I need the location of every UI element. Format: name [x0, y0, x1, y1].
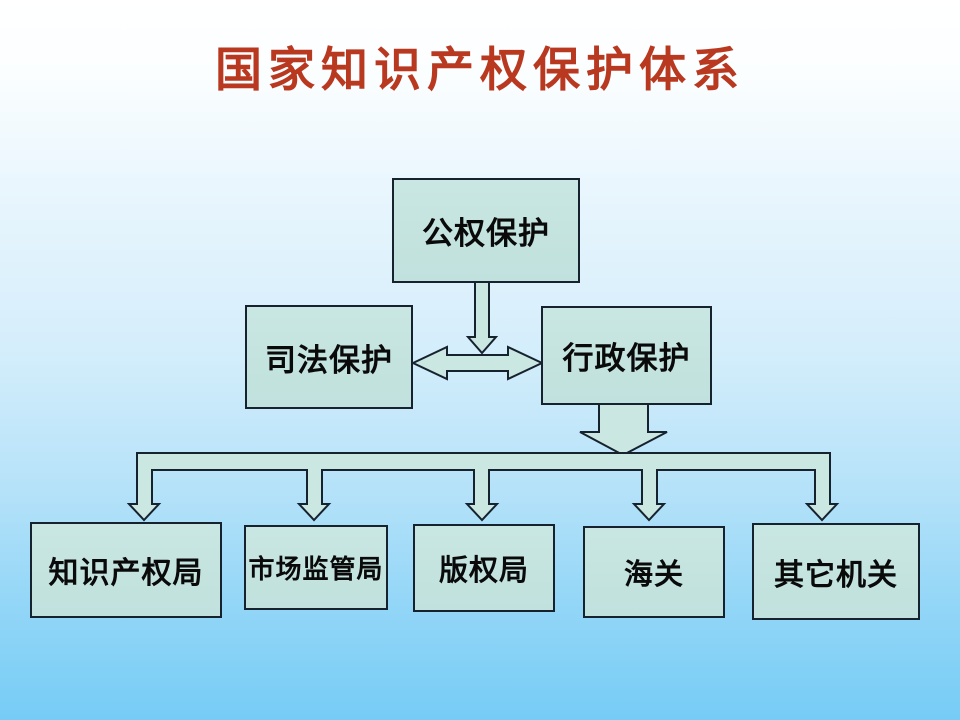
diagram-title: 国家知识产权保护体系: [215, 44, 745, 97]
node-customs: 海关: [583, 526, 725, 618]
node-judicial-protection: 司法保护: [245, 305, 413, 409]
node-market-regulation-bureau: 市场监管局: [244, 525, 388, 610]
node-ip-office-label: 知识产权局: [48, 557, 204, 590]
node-copyright-office: 版权局: [413, 524, 555, 612]
node-public-protection-label: 公权保护: [422, 216, 550, 251]
double-arrow-icon: [410, 345, 545, 381]
node-copyright-office-label: 版权局: [438, 555, 529, 587]
node-public-protection: 公权保护: [392, 178, 580, 283]
arrow-public-down-icon: [465, 280, 499, 355]
node-administrative-protection-label: 行政保护: [562, 341, 691, 376]
node-other-agencies-label: 其它机关: [774, 558, 898, 592]
node-administrative-protection: 行政保护: [541, 306, 712, 405]
node-judicial-protection-label: 司法保护: [265, 342, 393, 378]
node-ip-office: 知识产权局: [30, 522, 222, 618]
node-customs-label: 海关: [623, 559, 684, 591]
arrow-administrative-down-icon: [579, 403, 668, 457]
branch-connector-icon: [126, 452, 840, 522]
node-market-regulation-bureau-label: 市场监管局: [248, 554, 384, 584]
node-other-agencies: 其它机关: [752, 523, 920, 620]
